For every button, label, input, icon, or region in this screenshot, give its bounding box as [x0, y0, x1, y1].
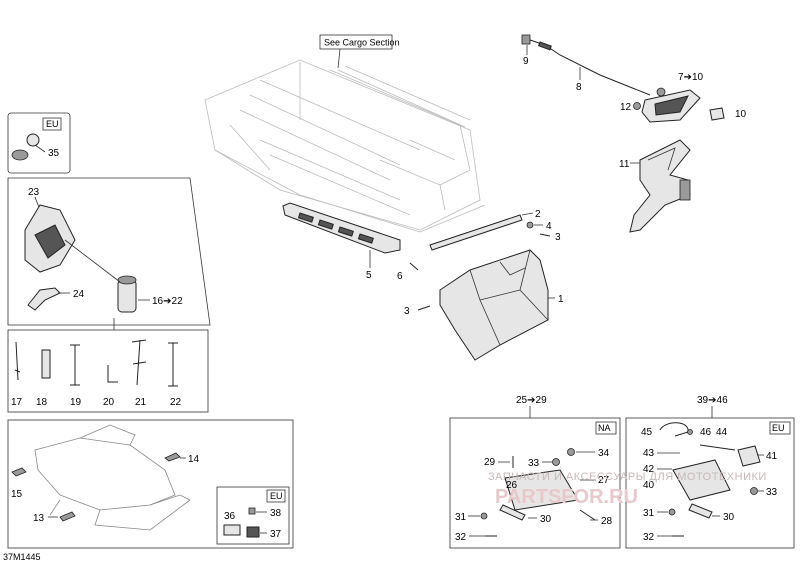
cargo-section-callout: See Cargo Section [324, 38, 400, 48]
part-label-41: 41 [766, 451, 778, 462]
tool-row-panel: 17 18 19 20 21 22 [7, 329, 209, 413]
part-label-31b: 31 [643, 508, 655, 519]
eu-tag-top: EU [46, 119, 59, 129]
part-label-38: 38 [270, 508, 282, 519]
eu-tag-bottom-right: EU [772, 423, 785, 433]
part-label-36: 36 [224, 511, 236, 522]
part-label-34: 34 [598, 448, 610, 459]
part-label-40: 40 [643, 480, 655, 491]
part-label-45: 45 [641, 427, 653, 438]
part-label-37: 37 [270, 529, 282, 540]
part-label-16-22: 16➔22 [152, 296, 183, 307]
part-label-31a: 31 [455, 512, 467, 523]
na-tag: NA [598, 423, 611, 433]
part-label-33b: 33 [766, 487, 778, 498]
part-label-46: 46 [700, 427, 712, 438]
part-label-17: 17 [11, 397, 23, 408]
part-label-15: 15 [11, 489, 23, 500]
mud-flap [439, 249, 549, 361]
nut-4 [526, 221, 534, 229]
tool-kit-panel: 23 24 16➔22 [7, 177, 211, 326]
taillight-bracket [629, 139, 691, 233]
part-label-42: 42 [643, 464, 655, 475]
part-label-4: 4 [546, 221, 552, 232]
watermark-logo: PARTSFOR.RU [495, 486, 638, 508]
mud-flap-strip [429, 214, 523, 251]
screw-3b [417, 305, 431, 311]
part-label-5: 5 [366, 270, 372, 281]
part-label-13: 13 [33, 513, 45, 524]
part-label-33a: 33 [528, 458, 540, 469]
diagram-id: 37M1445 [3, 552, 41, 562]
part-label-20: 20 [103, 397, 115, 408]
part-label-32a: 32 [455, 532, 467, 543]
part-label-29: 29 [484, 457, 496, 468]
part-label-7-10: 7➔10 [678, 72, 704, 83]
part-label-3b: 3 [404, 306, 410, 317]
eu-reflector-panel: EU 35 [7, 112, 71, 174]
part-label-11: 11 [619, 159, 630, 170]
group-label-na-kit: 25➔29 [516, 395, 547, 406]
part-label-1: 1 [558, 294, 564, 305]
part-label-3a: 3 [555, 232, 561, 243]
part-label-21: 21 [135, 397, 147, 408]
screw-6 [409, 262, 419, 271]
part-label-24: 24 [73, 289, 85, 300]
side-trim-panel [282, 202, 401, 254]
cargo-section-box [319, 34, 393, 50]
part-label-28: 28 [601, 516, 613, 527]
bulb-10 [709, 107, 725, 121]
part-label-14: 14 [188, 454, 200, 465]
part-label-10: 10 [735, 109, 747, 120]
part-label-8: 8 [576, 82, 582, 93]
part-label-9: 9 [523, 56, 529, 67]
part-label-30b: 30 [723, 512, 735, 523]
vehicle-reflector-panel: 15 14 13 EU 36 38 37 [7, 419, 294, 549]
eu-tag-bottom-left: EU [270, 491, 283, 501]
cargo-rack-outline [204, 59, 486, 233]
part-label-22: 22 [170, 397, 182, 408]
part-label-23: 23 [28, 187, 40, 198]
part-label-12: 12 [620, 102, 632, 113]
screw-3 [539, 233, 551, 237]
eu-plate-kit-panel: EU 45 46 44 41 43 42 40 33 30 31 32 [625, 417, 795, 549]
part-label-6: 6 [397, 271, 403, 282]
wiring-harness [521, 34, 651, 96]
part-label-35: 35 [48, 148, 60, 159]
taillight-assembly [641, 87, 701, 123]
part-label-32b: 32 [643, 532, 655, 543]
part-label-26: 26 [506, 480, 518, 491]
part-label-2: 2 [535, 209, 541, 220]
na-plate-kit-panel: NA 29 34 33 26 27 30 28 31 32 [449, 417, 621, 549]
watermark-text: ЗАПЧАСТИ И АКСЕССУАРЫ ДЛЯ МОТОТЕХНИКИ [488, 471, 767, 483]
part-label-44: 44 [716, 427, 728, 438]
part-label-30a: 30 [540, 514, 552, 525]
group-label-eu-kit: 39➔46 [697, 395, 728, 406]
part-label-43: 43 [643, 448, 655, 459]
part-label-27: 27 [598, 475, 610, 486]
leader-line [337, 48, 341, 69]
part-label-19: 19 [70, 397, 82, 408]
grommet-12 [633, 102, 641, 110]
part-label-18: 18 [36, 397, 48, 408]
